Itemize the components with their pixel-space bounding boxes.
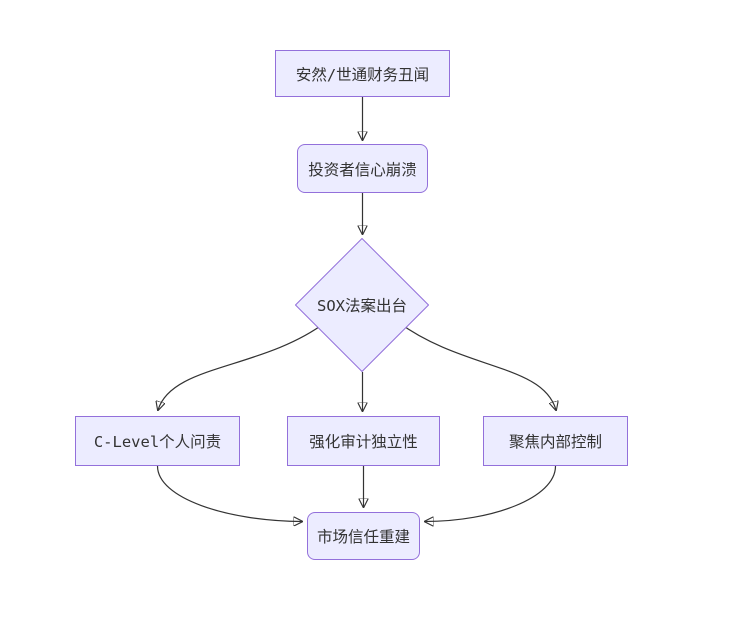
node-scandal[interactable]: 安然/世通财务丑闻: [275, 50, 450, 97]
node-accountability[interactable]: C-Level个人问责: [75, 416, 240, 466]
node-audit-label: 强化审计独立性: [309, 433, 418, 451]
node-internal-control-label: 聚焦内部控制: [508, 433, 602, 451]
node-confidence-label: 投资者信心崩溃: [308, 160, 417, 179]
node-trust[interactable]: 市场信任重建: [307, 512, 420, 560]
edge-sox-accountability: [158, 321, 327, 410]
edge-accountability-trust: [156, 465, 303, 522]
node-audit[interactable]: 强化审计独立性: [287, 416, 440, 466]
diamond-shape: [295, 238, 429, 372]
node-confidence[interactable]: 投资者信心崩溃: [297, 144, 428, 193]
node-accountability-label: C-Level个人问责: [93, 433, 222, 451]
node-sox[interactable]: SOX法案出台: [295, 238, 429, 372]
node-internal-control[interactable]: 聚焦内部控制: [483, 416, 628, 466]
node-scandal-label: 安然/世通财务丑闻: [295, 65, 430, 84]
edge-sox-internal-control: [397, 321, 556, 410]
edge-internal-control-trust: [425, 465, 557, 522]
node-trust-label: 市场信任重建: [316, 528, 410, 546]
node-sox-label: SOX法案出台: [317, 297, 407, 315]
